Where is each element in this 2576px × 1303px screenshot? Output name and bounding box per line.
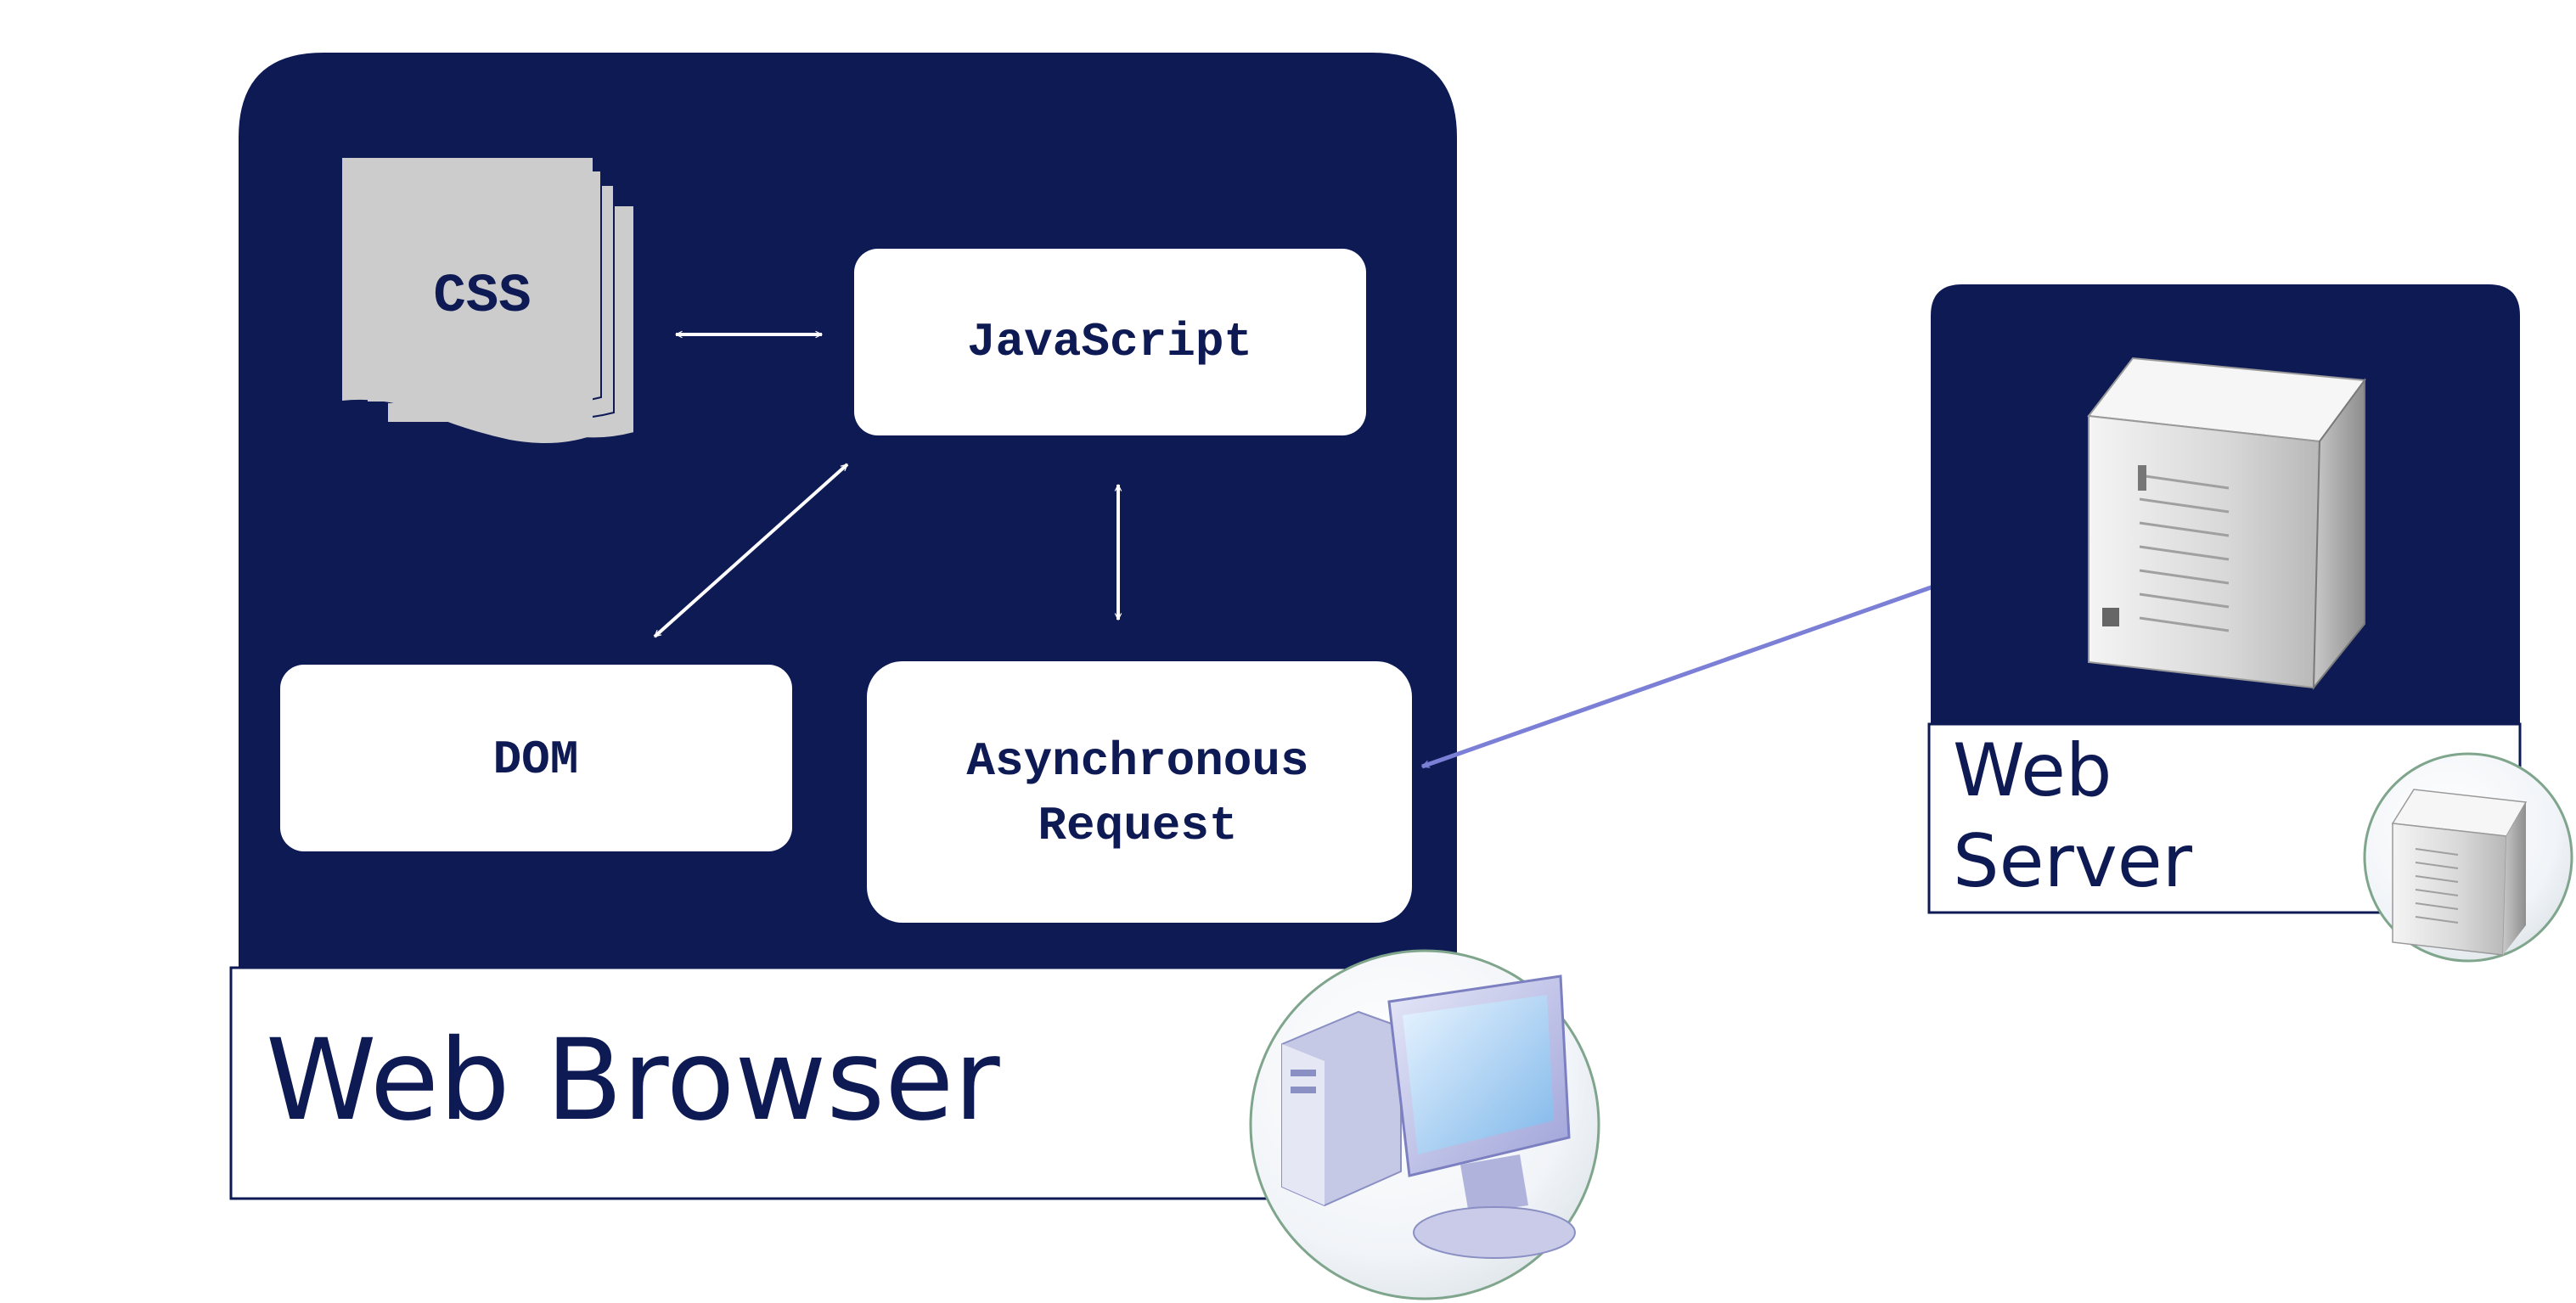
web-server-label-line1: Web bbox=[1953, 728, 2112, 813]
dom-label: DOM bbox=[493, 733, 579, 787]
computer-icon bbox=[1249, 949, 1600, 1300]
async-request-box bbox=[867, 661, 1412, 923]
async-request-label-line2: Request bbox=[1038, 799, 1237, 853]
dom-box bbox=[280, 665, 792, 851]
server-icon bbox=[2087, 357, 2366, 690]
web-browser-label: Web Browser bbox=[266, 1015, 1000, 1146]
async-server-connector bbox=[1422, 556, 2013, 769]
javascript-label: JavaScript bbox=[967, 315, 1252, 369]
server-badge-icon bbox=[2363, 752, 2573, 963]
javascript-dom-arrow bbox=[653, 463, 849, 638]
css-documents-icon bbox=[342, 158, 635, 443]
javascript-box bbox=[854, 249, 1366, 435]
css-label: CSS bbox=[433, 267, 531, 328]
web-server-label-line2: Server bbox=[1953, 819, 2193, 904]
async-request-label-line1: Asynchronous bbox=[966, 734, 1308, 789]
